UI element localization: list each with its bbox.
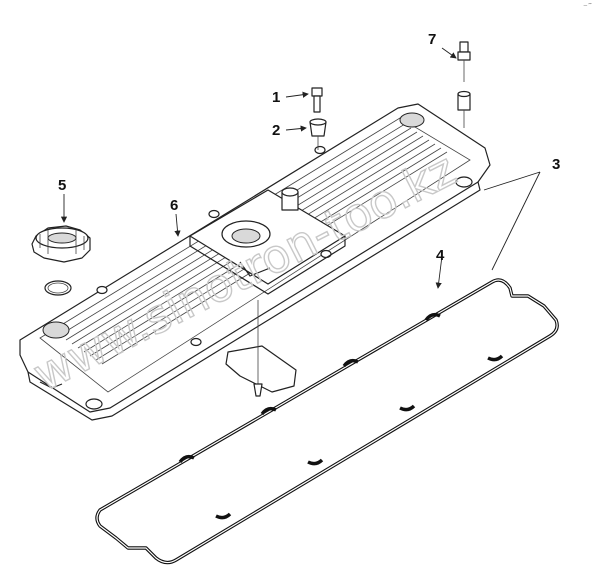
breather-stud — [457, 41, 471, 128]
valve-cover — [19, 103, 491, 421]
callout-5: 5 — [58, 177, 66, 194]
leaders — [60, 47, 541, 289]
callout-2: 2 — [272, 122, 280, 139]
o-ring — [44, 280, 72, 296]
washer-grommet — [309, 118, 327, 150]
watermark: www.sinotron-too.kz — [24, 142, 464, 402]
callout-3: 3 — [552, 156, 560, 173]
callout-1: 1 — [272, 89, 280, 106]
gasket — [95, 278, 559, 565]
bracket — [225, 300, 297, 397]
callout-6: 6 — [170, 197, 178, 214]
callout-7: 7 — [428, 31, 436, 48]
callout-4: 4 — [436, 247, 445, 264]
oil-filler-cap — [31, 225, 91, 263]
bolt — [311, 87, 323, 113]
corner-mark: ⁻˜ — [583, 3, 592, 13]
